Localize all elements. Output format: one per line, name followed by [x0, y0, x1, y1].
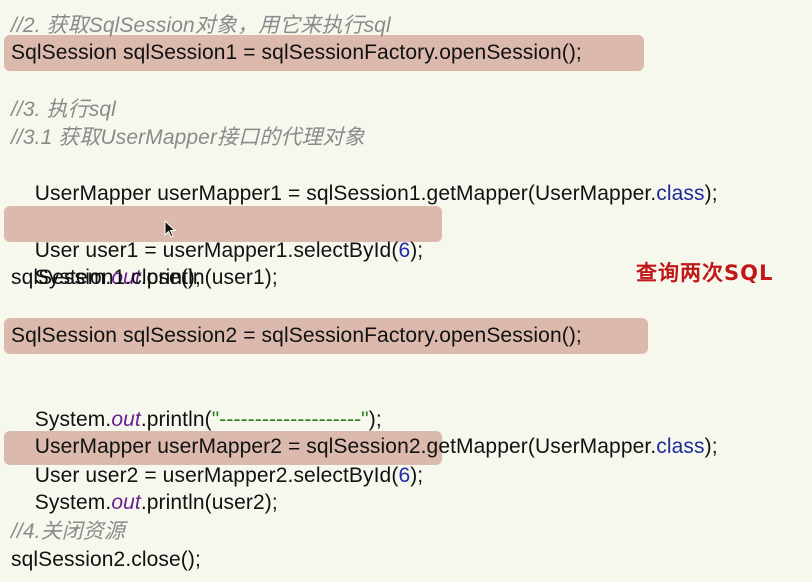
code-line-close-session-2: sqlSession2.close();	[11, 548, 201, 571]
highlight-open-session-2	[4, 318, 648, 354]
highlight-open-session-1	[4, 35, 644, 71]
comment-get-mapper-proxy: //3.1 获取UserMapper接口的代理对象	[11, 126, 365, 149]
mouse-pointer-icon	[164, 220, 176, 238]
code-line-open-session-2: SqlSession sqlSession2 = sqlSessionFacto…	[11, 324, 582, 347]
code-line-select-user1: User user1 = userMapper1.selectById(6);	[34, 239, 424, 262]
comment-execute-sql: //3. 执行sql	[11, 98, 116, 121]
code-line-print-separator: System.out.println("--------------------…	[34, 408, 382, 431]
highlight-select-user2	[4, 431, 442, 465]
comment-get-session: //2. 获取SqlSession对象，用它来执行sql	[11, 14, 391, 37]
code-line-open-session-1: SqlSession sqlSession1 = sqlSessionFacto…	[11, 41, 582, 64]
code-line-get-mapper-1: UserMapper userMapper1 = sqlSession1.get…	[34, 182, 718, 205]
comment-close-resources: //4.关闭资源	[11, 520, 125, 543]
code-line-close-session-1: sqlSession1.close();	[11, 266, 201, 289]
annotation-query-twice: 查询两次SQL	[636, 261, 774, 285]
code-line-print-user2: System.out.println(user2);	[34, 491, 278, 514]
code-line-get-mapper-2: UserMapper userMapper2 = sqlSession2.get…	[34, 435, 718, 458]
highlight-select-user1	[4, 206, 442, 242]
code-line-select-user2: User user2 = userMapper2.selectById(6);	[34, 464, 424, 487]
code-line-print-user1: System.out.println(user1);	[34, 266, 278, 289]
